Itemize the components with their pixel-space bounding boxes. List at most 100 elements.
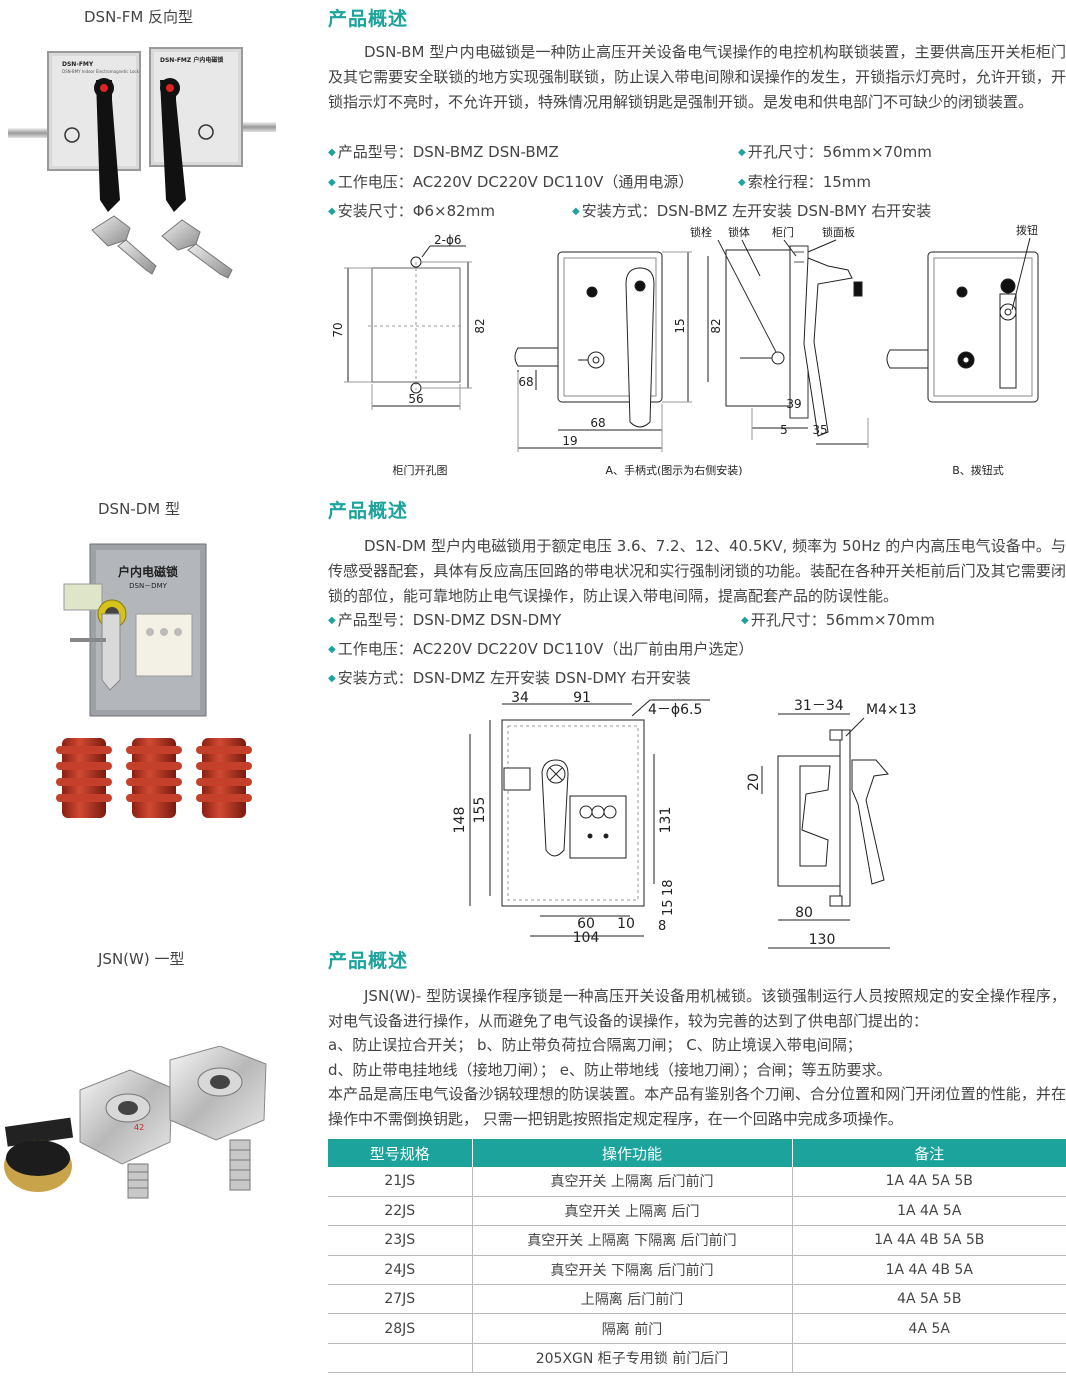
- cell-remark: 4A 5A: [792, 1313, 1066, 1344]
- svg-text:82: 82: [473, 318, 487, 333]
- cell-remark: 1A 4A 4B 5A 5B: [792, 1225, 1066, 1256]
- dm-side-view: 31－34 M4×13 20 80 130: [746, 698, 917, 949]
- svg-text:15: 15: [661, 899, 676, 916]
- svg-text:70: 70: [331, 322, 345, 337]
- jsn-key: [4, 1117, 74, 1192]
- svg-text:39: 39: [786, 397, 801, 411]
- cell-function: 真空开关 上隔离 后门: [472, 1196, 793, 1227]
- svg-text:4－ϕ6.5: 4－ϕ6.5: [648, 702, 702, 718]
- table-header-row: 型号规格 操作功能 备注: [328, 1139, 1066, 1167]
- col-header-function: 操作功能: [472, 1139, 793, 1167]
- svg-text:155: 155: [472, 797, 488, 824]
- lock-bolt-right: [242, 122, 276, 132]
- svg-text:148: 148: [452, 807, 468, 834]
- spec-install-size: ◆安装尺寸：Φ6×82mm: [328, 202, 495, 220]
- col-header-model: 型号规格: [328, 1139, 473, 1167]
- cell-model: [328, 1343, 473, 1374]
- panel-right-text: DSN-FMZ 户内电磁锁: [160, 56, 223, 64]
- description-3: JSN(W)- 型防误操作程序锁是一种高压开关设备用机械锁。该锁强制运行人员按照…: [328, 987, 1066, 1128]
- dm-panel-model: DSN－DMY: [129, 582, 167, 590]
- panel-left-text: DSN-FMY: [62, 61, 94, 68]
- cell-model: 21JS: [328, 1167, 473, 1197]
- product-label-dsn-fm: DSN-FM 反向型: [84, 8, 194, 26]
- spec-stroke: ◆索栓行程：15mm: [738, 173, 872, 191]
- svg-text:A、手柄式(图示为右侧安装): A、手柄式(图示为右侧安装): [605, 463, 742, 477]
- svg-text:5: 5: [780, 423, 788, 437]
- svg-text:130: 130: [809, 932, 836, 948]
- svg-text:56: 56: [408, 392, 423, 406]
- svg-text:M4×13: M4×13: [866, 702, 917, 718]
- svg-text:131: 131: [658, 807, 674, 834]
- svg-text:80: 80: [795, 905, 813, 921]
- dsn-bm-drawing: 2-ϕ6 70 82 56 柜门开孔图 15 68 68 19 A、手柄式(图示…: [331, 223, 1039, 477]
- dm-spec-hole-size: ◆开孔尺寸：56mm×70mm: [741, 611, 935, 629]
- dm-panel-title: 户内电磁锁: [118, 564, 178, 579]
- description-2: DSN-DM 型户内电磁锁用于额定电压 3.6、7.2、12、40.5KV, 频…: [328, 537, 1066, 605]
- table-row: 205XGN 柜子专用锁 前门后门: [328, 1343, 1066, 1374]
- svg-text:35: 35: [812, 423, 827, 437]
- section-title-3: 产品概述: [328, 950, 409, 972]
- key-left: [91, 215, 157, 275]
- section-title-1: 产品概述: [328, 8, 409, 30]
- spec-voltage: ◆工作电压：AC220V DC220V DC110V（通用电源）: [328, 173, 694, 191]
- side-view-drawing: 82 锁栓 锁体 柜门 锁面板 39 5 35: [690, 225, 869, 448]
- cell-model: 27JS: [328, 1284, 473, 1315]
- cell-remark: 1A 4A 4B 5A: [792, 1255, 1066, 1286]
- svg-text:15: 15: [673, 318, 687, 333]
- col-header-remark: 备注: [792, 1139, 1066, 1167]
- svg-text:19: 19: [562, 434, 577, 448]
- cell-function: 真空开关 上隔离 下隔离 后门前门: [472, 1225, 793, 1256]
- svg-text:B、拨钮式: B、拨钮式: [952, 463, 1004, 477]
- jsn-key-tag: 42: [134, 1123, 144, 1132]
- svg-text:60: 60: [577, 916, 595, 932]
- svg-text:8: 8: [658, 919, 666, 934]
- cell-model: 22JS: [328, 1196, 473, 1227]
- section-title-2: 产品概述: [328, 500, 409, 522]
- jsn-lock-2: [169, 1046, 267, 1191]
- dm-spec-model: ◆产品型号：DSN-DMZ DSN-DMY: [328, 611, 562, 629]
- svg-text:柜门: 柜门: [772, 225, 794, 239]
- svg-text:锁面板: 锁面板: [822, 225, 855, 239]
- button-type-drawing: 拨钮 B、拨钮式: [886, 223, 1039, 477]
- cell-remark: 1A 4A 5A: [792, 1196, 1066, 1227]
- svg-text:82: 82: [709, 318, 723, 333]
- dm-front-view: 34 91 4－ϕ6.5 148 155 131 60 10 104 15 18…: [452, 690, 710, 946]
- svg-text:DSN-BMY Indoor Electromagnetic: DSN-BMY Indoor Electromagnetic Lock: [62, 69, 140, 74]
- handle-right: [160, 80, 186, 212]
- insulator-3: [196, 738, 252, 818]
- spec-install-method: ◆安装方式：DSN-BMZ 左开安装 DSN-BMY 右开安装: [572, 202, 932, 220]
- dsn-fm-photo: DSN-FMY DSN-BMY Indoor Electromagnetic L…: [8, 47, 276, 279]
- description-1: DSN-BM 型户内电磁锁是一种防止高压开关设备电气误操作的电控机构联锁装置，主…: [328, 43, 1066, 111]
- handle-left: [96, 80, 120, 212]
- insulator-2: [126, 738, 182, 818]
- spec-model: ◆产品型号：DSN-BMZ DSN-BMZ: [328, 143, 559, 161]
- dm-spec-voltage: ◆工作电压：AC220V DC220V DC110V（出厂前由用户选定）: [328, 640, 754, 658]
- svg-text:柜门开孔图: 柜门开孔图: [393, 463, 448, 477]
- cell-remark: [792, 1343, 1066, 1374]
- spec-hole-size: ◆开孔尺寸：56mm×70mm: [738, 143, 932, 161]
- svg-text:34: 34: [511, 690, 529, 706]
- cell-model: 28JS: [328, 1313, 473, 1344]
- cell-model: 24JS: [328, 1255, 473, 1286]
- svg-text:68: 68: [590, 416, 605, 430]
- cell-function: 真空开关 上隔离 后门前门: [472, 1167, 793, 1197]
- lock-bolt-left: [8, 128, 50, 138]
- svg-text:31－34: 31－34: [794, 698, 844, 714]
- door-cutout-drawing: 2-ϕ6 70 82 56 柜门开孔图: [331, 233, 487, 477]
- handle-type-front-drawing: 15 68 68 19 A、手柄式(图示为右侧安装): [514, 251, 743, 477]
- svg-text:20: 20: [746, 773, 762, 791]
- key-right: [161, 219, 233, 279]
- product-label-dsn-dm: DSN-DM 型: [98, 500, 180, 518]
- cell-function: 上隔离 后门前门: [472, 1284, 793, 1315]
- svg-text:68: 68: [518, 375, 533, 389]
- svg-text:91: 91: [573, 690, 591, 706]
- cell-remark: 4A 5A 5B: [792, 1284, 1066, 1315]
- cell-function: 隔离 前门: [472, 1313, 793, 1344]
- svg-text:2-ϕ6: 2-ϕ6: [434, 233, 462, 247]
